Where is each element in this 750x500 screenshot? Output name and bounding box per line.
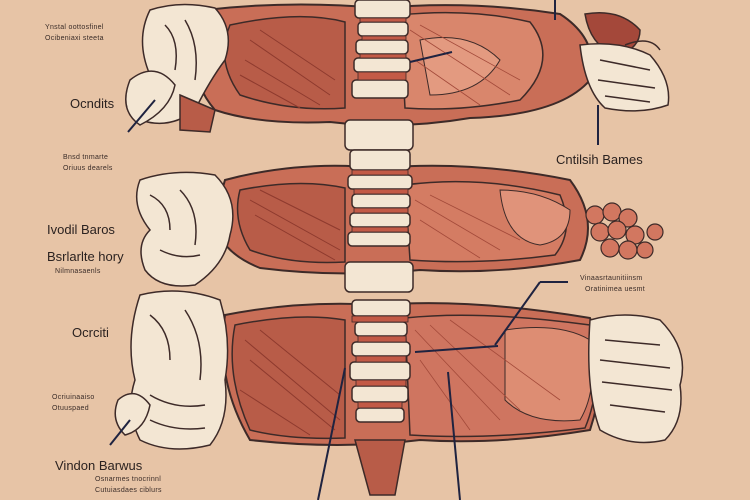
label-left-4: Bsrlarlte hory bbox=[47, 249, 124, 264]
right-bone-lower bbox=[588, 314, 684, 444]
label-bottom-small-1: Osnarmes tnocrinnl bbox=[95, 476, 162, 483]
lower-muscle-band bbox=[221, 302, 601, 496]
label-top-small-2: Ocibeniaxi steeta bbox=[45, 35, 104, 42]
left-bone-upper bbox=[125, 3, 230, 133]
upper-muscle-band bbox=[193, 3, 641, 127]
label-left-2-line2: Oriuus dearels bbox=[63, 165, 113, 172]
label-top-small-1: Ynstal oottosfinel bbox=[45, 24, 104, 31]
middle-muscle-band bbox=[213, 164, 664, 275]
label-left-7-line1: Ocriuinaaiso bbox=[52, 394, 95, 401]
left-bone-middle bbox=[135, 171, 234, 287]
label-left-5: Nilmnasaenls bbox=[55, 268, 101, 275]
label-right-2-line1: Vinaasrtaunitiinsm bbox=[580, 275, 643, 282]
label-left-3: Ivodil Baros bbox=[47, 222, 115, 237]
label-left-8: Vindon Barwus bbox=[55, 458, 143, 473]
right-bone-upper bbox=[579, 40, 670, 112]
label-left-2-line1: Bnsd tnmarte bbox=[63, 154, 109, 161]
left-bone-lower bbox=[114, 290, 229, 450]
leader-lines bbox=[109, 0, 599, 500]
label-left-7-line2: Otuuspaed bbox=[52, 405, 89, 412]
label-right-2-line2: Oratinimea uesmt bbox=[585, 286, 646, 293]
label-bottom-small-2: Cutuiasdaes ciblurs bbox=[95, 487, 162, 494]
label-right-1: Cntilsih Bames bbox=[556, 152, 643, 167]
label-left-1: Ocndits bbox=[70, 96, 115, 111]
intervertebral-discs bbox=[351, 17, 409, 409]
label-left-6: Ocrciti bbox=[72, 325, 109, 340]
